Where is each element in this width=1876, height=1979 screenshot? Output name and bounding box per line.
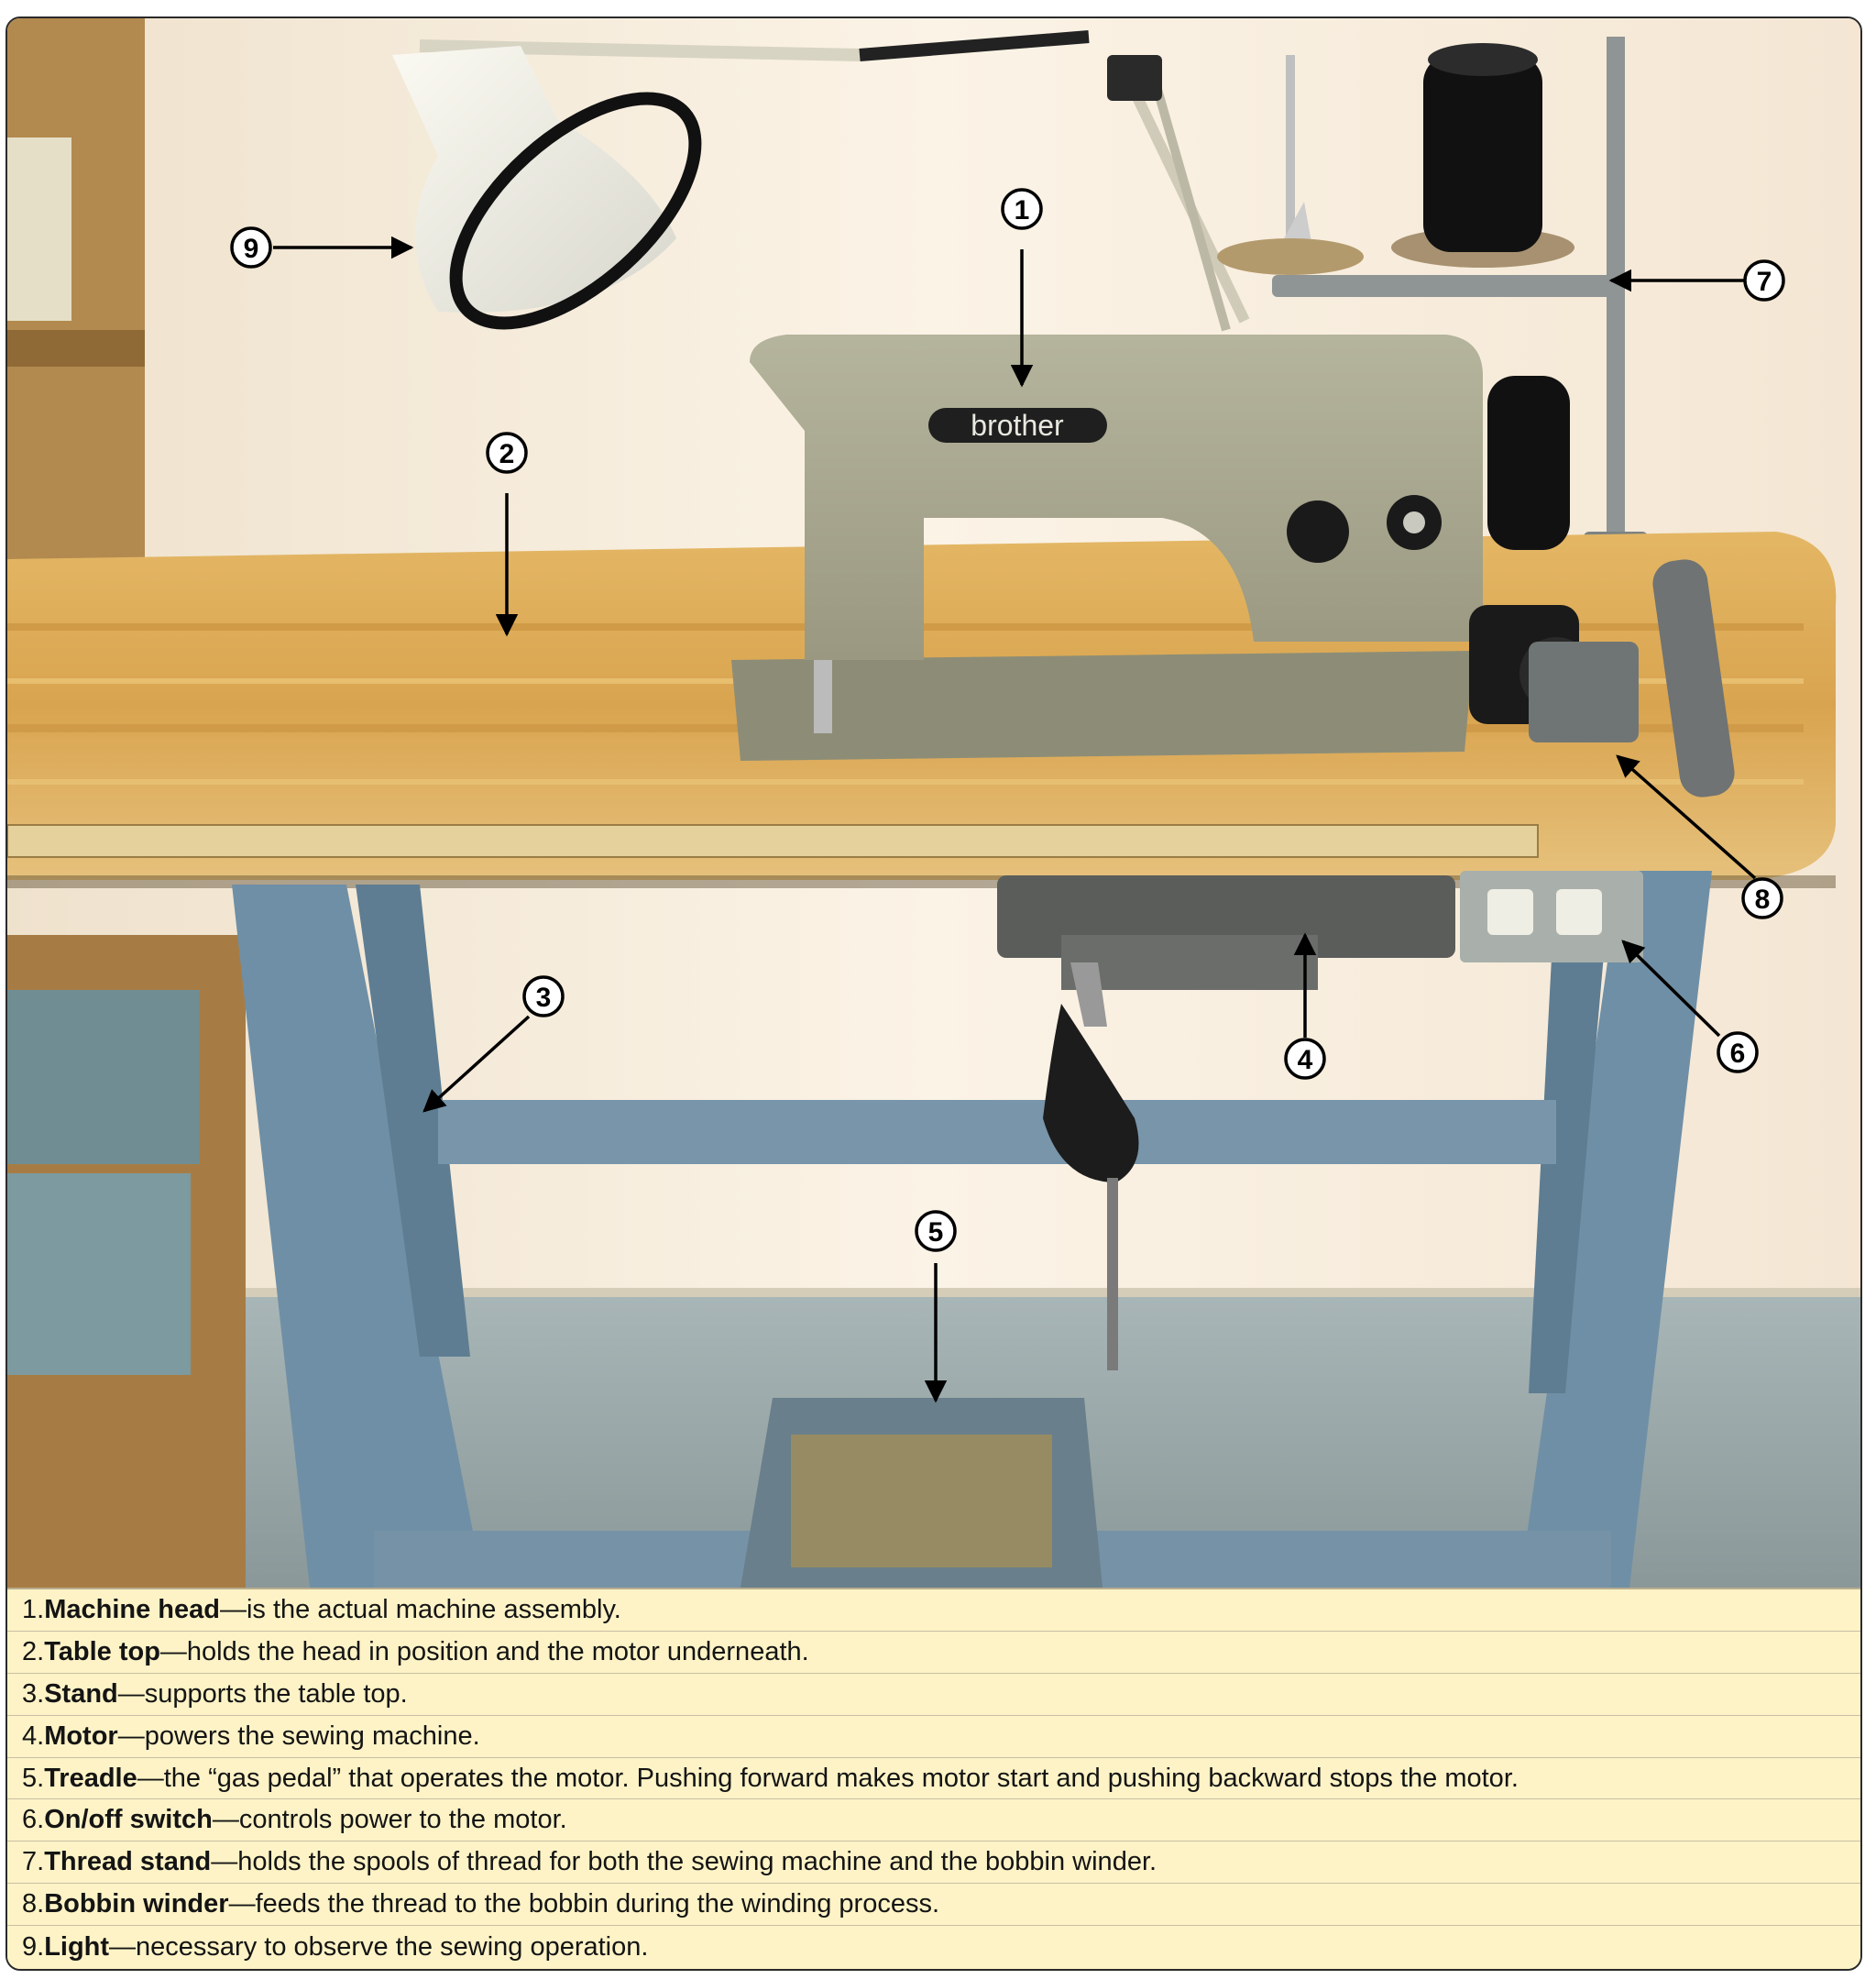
treadle bbox=[741, 1398, 1103, 1588]
legend-row-2: 2. Table top—holds the head in position … bbox=[7, 1632, 1860, 1674]
svg-text:5: 5 bbox=[928, 1217, 944, 1248]
bobbin-winder bbox=[1529, 642, 1639, 742]
figure-frame: brother 1 bbox=[5, 16, 1862, 1971]
svg-text:4: 4 bbox=[1298, 1045, 1313, 1075]
arrow-3 bbox=[422, 1015, 531, 1113]
callout-9: 9 bbox=[230, 226, 272, 269]
svg-text:3: 3 bbox=[536, 983, 552, 1013]
motor bbox=[997, 875, 1455, 1027]
svg-text:7: 7 bbox=[1757, 267, 1772, 297]
lamp-arm bbox=[419, 30, 1250, 332]
svg-text:9: 9 bbox=[244, 234, 259, 264]
left-shelf bbox=[7, 18, 246, 1588]
svg-text:6: 6 bbox=[1730, 1039, 1746, 1069]
callout-7: 7 bbox=[1743, 259, 1785, 302]
legend-row-8: 8. Bobbin winder—feeds the thread to the… bbox=[7, 1884, 1860, 1927]
callout-6: 6 bbox=[1717, 1031, 1759, 1073]
callout-2: 2 bbox=[486, 432, 528, 474]
legend-row-6: 6. On/off switch—controls power to the m… bbox=[7, 1799, 1860, 1842]
tool-tray bbox=[1652, 559, 1735, 797]
callout-4: 4 bbox=[1284, 1038, 1326, 1080]
svg-text:2: 2 bbox=[499, 439, 515, 469]
legend-table: 1. Machine head—is the actual machine as… bbox=[7, 1588, 1860, 1969]
legend-row-1: 1. Machine head—is the actual machine as… bbox=[7, 1589, 1860, 1632]
svg-text:8: 8 bbox=[1755, 885, 1771, 915]
sewing-machine-photo: brother 1 bbox=[7, 18, 1860, 1588]
arrow-8 bbox=[1616, 754, 1757, 880]
on-off-switch bbox=[1460, 871, 1643, 962]
arrow-6 bbox=[1621, 940, 1721, 1038]
lamp bbox=[392, 46, 702, 330]
legend-row-3: 3. Stand—supports the table top. bbox=[7, 1674, 1860, 1716]
svg-text:1: 1 bbox=[1015, 195, 1030, 225]
callout-arrows bbox=[273, 236, 1757, 1403]
brand-label: brother bbox=[971, 409, 1064, 442]
legend-row-9: 9. Light—necessary to observe the sewing… bbox=[22, 1931, 649, 1962]
linkage-cover bbox=[1043, 1004, 1139, 1182]
callout-1: 1 bbox=[1001, 188, 1043, 230]
legend-row-5: 5. Treadle—the “gas pedal” that operates… bbox=[7, 1758, 1860, 1800]
callout-3: 3 bbox=[522, 975, 565, 1017]
callout-8: 8 bbox=[1741, 877, 1783, 919]
thread-stand bbox=[1217, 37, 1648, 568]
legend-row-7: 7. Thread stand—holds the spools of thre… bbox=[7, 1842, 1860, 1885]
machine-head: brother bbox=[731, 335, 1593, 761]
legend-row-4: 4. Motor—powers the sewing machine. bbox=[7, 1716, 1860, 1758]
callout-5: 5 bbox=[915, 1210, 957, 1252]
